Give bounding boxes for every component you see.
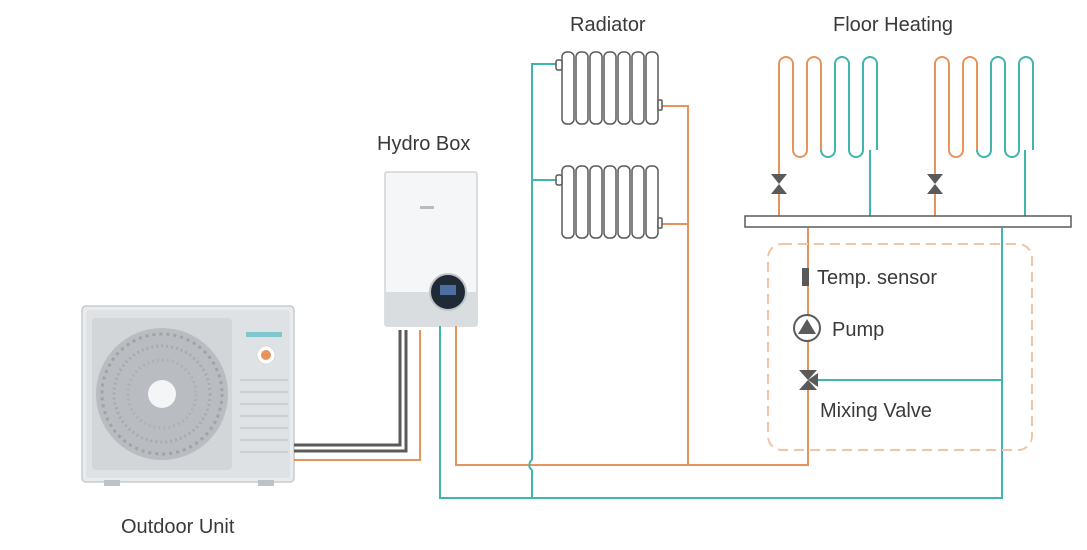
floor-heating-label: Floor Heating (833, 14, 954, 36)
mixing-module-box (767, 243, 1033, 451)
hydro-box-label: Hydro Box (377, 133, 471, 155)
outdoor-unit-label: Outdoor Unit (121, 516, 235, 538)
valve-icon (927, 174, 943, 194)
fan-icon (96, 328, 228, 460)
pump-icon (793, 314, 821, 342)
radiator-icon (555, 51, 663, 125)
temp-sensor-icon (802, 268, 809, 286)
valve-icon (771, 174, 787, 194)
radiator-label: Radiator (570, 14, 646, 36)
hot-water-pipes (455, 105, 936, 466)
temp-sensor-label: Temp. sensor (817, 267, 938, 289)
manifold-bar (744, 215, 1072, 228)
hydro-box-icon (384, 171, 478, 327)
outdoor-unit-water-pipes (294, 330, 421, 461)
pump-label: Pump (832, 319, 885, 341)
mixing-valve-label: Mixing Valve (820, 400, 932, 422)
refrigerant-pipes (294, 330, 408, 453)
outdoor-unit-icon (81, 305, 295, 486)
return-water-pipes (439, 63, 1026, 499)
mixing-valve-icon (799, 370, 818, 390)
radiator-icon (555, 165, 663, 239)
floor-coil-icon (934, 56, 1034, 158)
floor-coil-icon (778, 56, 878, 158)
